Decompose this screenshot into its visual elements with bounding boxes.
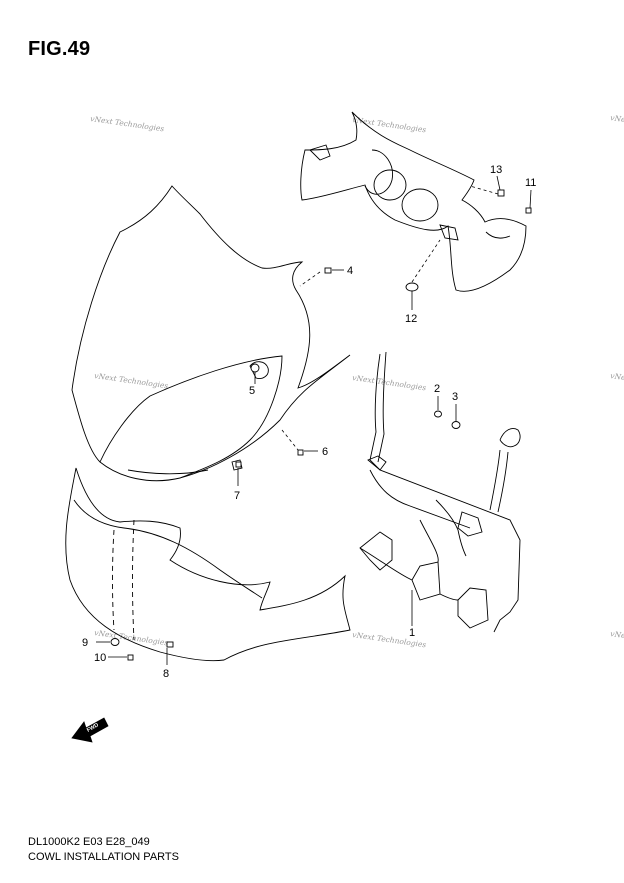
- inner-cowl: [300, 111, 527, 292]
- fwd-arrow-icon: FWD: [71, 717, 109, 743]
- cowl-bracket: [359, 351, 521, 633]
- footer-model-code: DL1000K2 E03 E28_049: [28, 836, 150, 848]
- callout-1: 1: [409, 627, 415, 639]
- watermark: vNext Technologies: [610, 371, 624, 390]
- watermark: vNext Technologies: [94, 371, 169, 390]
- watermark: vNext Technologies: [352, 630, 427, 649]
- callout-7: 7: [234, 490, 240, 502]
- lower-cowl: [65, 467, 351, 662]
- watermark: vNext Technologies: [610, 629, 624, 648]
- callout-4: 4: [347, 265, 353, 277]
- figure-title: FIG.49: [28, 38, 91, 60]
- watermark: vNext Technologies: [352, 373, 427, 392]
- callout-3: 3: [452, 391, 458, 403]
- callout-10: 10: [94, 652, 106, 664]
- watermark: vNext Technologies: [352, 115, 427, 134]
- watermark: vNext Technologies: [90, 114, 165, 133]
- watermark: vNext Technologies: [94, 628, 169, 647]
- hardware: [110, 189, 532, 661]
- callout-5: 5: [249, 385, 255, 397]
- watermark: vNext Technologies: [610, 113, 624, 132]
- callout-13: 13: [490, 164, 502, 176]
- callout-labels: 1 2 3 4 5 6 7 8 9 10 11 12 13: [82, 164, 536, 680]
- callout-12: 12: [405, 313, 417, 325]
- footer-section-name: COWL INSTALLATION PARTS: [28, 851, 179, 863]
- fwd-label: FWD: [86, 722, 100, 733]
- upper-cowl: [71, 185, 351, 482]
- callout-11: 11: [525, 177, 536, 189]
- leader-lines: [96, 175, 532, 665]
- watermarks: vNext Technologies vNext Technologies vN…: [90, 113, 624, 649]
- callout-8: 8: [163, 668, 169, 680]
- callout-2: 2: [434, 383, 440, 395]
- callout-9: 9: [82, 637, 88, 649]
- callout-6: 6: [322, 446, 328, 458]
